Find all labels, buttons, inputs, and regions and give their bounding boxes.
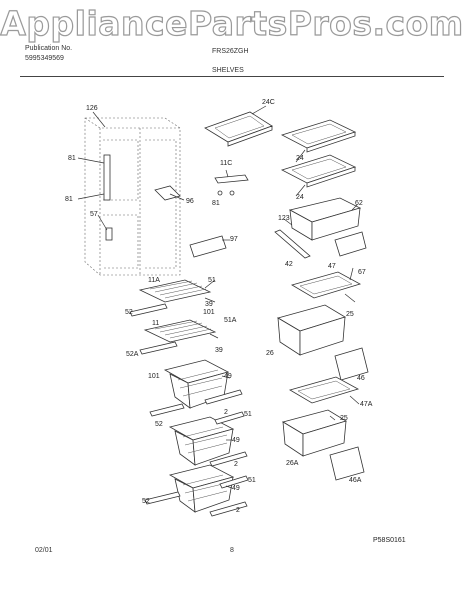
callout-52a: 52: [125, 309, 133, 316]
callout-26: 26: [266, 350, 274, 357]
callout-101b: 101: [148, 373, 160, 380]
callout-2b: 2: [234, 461, 238, 468]
bracket-part-57: [105, 227, 113, 241]
rail-part-52: [129, 303, 168, 317]
leader-lines: [77, 105, 360, 489]
callout-62: 62: [355, 200, 363, 207]
shelf-support-rail-part: [103, 154, 111, 201]
callout-24c: 24C: [262, 99, 275, 106]
basket-part-49c: [168, 464, 235, 513]
callout-81c: 81: [212, 200, 220, 207]
watermark-logo: AppliancePartsPros.com: [0, 3, 464, 43]
drawer-front-part-46a: [329, 446, 365, 481]
callout-97: 97: [230, 236, 238, 243]
callout-25a: 25: [346, 311, 354, 318]
callout-51b: 51: [244, 411, 252, 418]
callout-81b: 81: [65, 196, 73, 203]
callout-24a: 24: [296, 155, 304, 162]
bracket-part-96: [154, 185, 181, 201]
callout-49b: 49: [232, 437, 240, 444]
footer-date: 02/01: [35, 547, 53, 554]
basket-part-49a: [163, 359, 230, 409]
wire-shelf-part-11a: [138, 279, 212, 303]
callout-49c: 49: [232, 485, 240, 492]
fridge-cabinet: [84, 117, 181, 276]
footer-page-number: 8: [230, 547, 234, 554]
callout-51c: 51: [248, 477, 256, 484]
callout-123: 123: [278, 215, 290, 222]
callout-26a: 26A: [286, 460, 299, 467]
shelf-support-part-11c: [214, 174, 249, 184]
crisper-drawer-part-62: [288, 197, 362, 241]
control-part-97: [189, 235, 227, 258]
callout-52b: 52: [155, 421, 163, 428]
wire-shelf-part-11: [143, 319, 217, 343]
shelf-frame-part-47: [290, 271, 362, 299]
callout-42: 42: [285, 261, 293, 268]
callout-11c: 11C: [220, 160, 232, 167]
callout-49a: 49: [224, 373, 232, 380]
glass-shelf-part-24c: [204, 111, 273, 147]
slide-rail-part-2c: [209, 501, 248, 517]
callout-57: 57: [90, 211, 98, 218]
slide-rail-part-51c: [219, 475, 249, 489]
callout-2c: 2: [236, 507, 240, 514]
callout-81a: 81: [68, 155, 76, 162]
callout-11: 11: [152, 320, 159, 327]
callout-67: 67: [358, 269, 366, 276]
callout-96: 96: [186, 198, 194, 205]
slide-rail-part-52c: [144, 491, 181, 505]
glass-shelf-part-24b: [280, 154, 357, 188]
callout-2a: 2: [224, 409, 228, 416]
callout-47a: 47A: [360, 401, 373, 408]
slide-rail-part-51b: [214, 411, 245, 425]
callout-39b: 39: [215, 347, 223, 354]
drawer-part-26a: [281, 409, 347, 457]
slide-rail-part-2b: [209, 451, 248, 467]
callout-51a: 51: [208, 277, 216, 284]
callout-46: 46: [357, 375, 365, 382]
rail-part-42: [274, 229, 311, 259]
drawer-front-part-67: [334, 231, 367, 257]
publication-number: 5995349569: [25, 55, 64, 62]
callout-11a: 11A: [148, 277, 160, 284]
shelf-frame-part-47a: [288, 376, 360, 404]
diagram-id: P58S0161: [373, 537, 406, 544]
callout-52a-alt: 52A: [126, 351, 139, 358]
callout-39a: 39: [205, 301, 213, 308]
callout-25b: 25: [340, 415, 348, 422]
callout-47: 47: [328, 263, 336, 270]
callout-labels: 126 81 81 57 96 81 11C 24C 24 24 62 123 …: [65, 99, 406, 544]
callout-46a: 46A: [349, 477, 362, 484]
slide-rail-part-52b: [149, 403, 185, 417]
screw-part-81: [217, 190, 223, 196]
callout-24b: 24: [296, 194, 304, 201]
screw-part-81b: [229, 190, 235, 196]
header-rule: [20, 76, 444, 77]
model-number: FRS26ZGH: [212, 48, 249, 55]
slide-rail-part-2a: [204, 389, 243, 405]
drawer-part-26: [276, 304, 346, 356]
callout-52c: 52: [142, 498, 150, 505]
glass-shelf-part-24a: [280, 119, 357, 153]
section-title: SHELVES: [212, 67, 244, 74]
callout-126: 126: [86, 105, 98, 112]
publication-label: Publication No.: [25, 45, 73, 52]
callout-51a-alt: 51A: [224, 317, 237, 324]
drawer-front-part-46: [334, 347, 369, 381]
callout-101a: 101: [203, 309, 215, 316]
rail-part-52a: [139, 341, 178, 355]
